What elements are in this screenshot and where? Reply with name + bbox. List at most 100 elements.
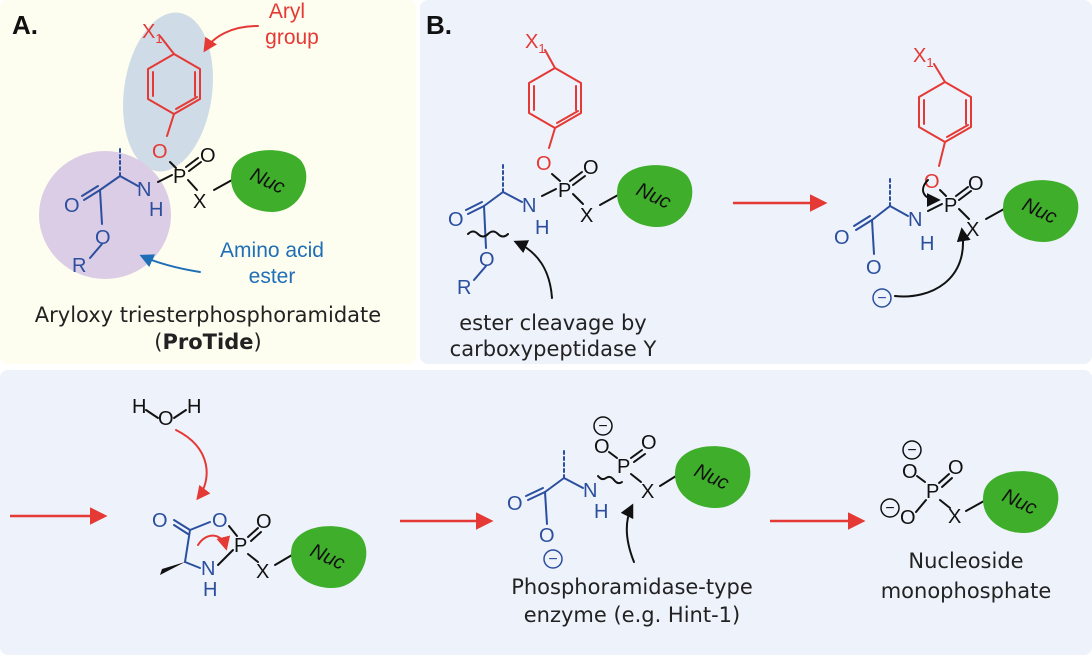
panel-a-label: A.: [12, 10, 38, 40]
amino-pointer-arrow: [139, 254, 201, 273]
water-o-atom: O: [158, 408, 174, 430]
negative-charge-icon: [902, 440, 922, 460]
x-linker-atom: X: [580, 205, 593, 227]
nuc-blob-icon: [291, 526, 367, 588]
curved-arrow-icon: [175, 429, 211, 501]
nucleoside-caption-line1: Nucleoside: [908, 549, 1023, 573]
negative-charge-icon: [880, 498, 900, 518]
ester-o-atom: O: [479, 249, 495, 271]
amide-n-atom: N: [522, 195, 536, 217]
negative-charge-icon: [872, 288, 892, 308]
negative-charge-icon: [543, 549, 563, 569]
phosphoryl-o-atom: O: [968, 173, 984, 195]
negative-charge-sign: −: [877, 290, 886, 307]
amino-label-line2: ester: [249, 265, 296, 288]
x-linker-atom: X: [641, 481, 654, 503]
phosphoryl-o-atom: O: [583, 157, 599, 179]
phosphorus-atom: P: [173, 166, 186, 188]
panel-b-starting-protide: X1 O P O X N H: [448, 31, 693, 361]
phosph-caption-line1: Phosphoramidase-type: [511, 575, 753, 599]
carbonyl-o-atom: O: [834, 227, 850, 249]
nuc-blob-icon: [1003, 180, 1079, 242]
phosphoryl-o-atom: O: [641, 432, 657, 454]
nuc-blob-icon: [617, 165, 693, 227]
ester-o-atom: O: [95, 227, 111, 249]
phosphorus-atom: P: [617, 456, 630, 478]
phosphoryl-o-atom: O: [200, 145, 216, 167]
carbonyl-o-atom: O: [152, 510, 168, 532]
r-group-atom: R: [72, 255, 86, 277]
phosphorus-atom: P: [926, 481, 939, 503]
phosphate-o-atom: O: [900, 507, 916, 529]
r-group-atom: R: [457, 277, 471, 299]
nuc-blob-icon: [983, 471, 1059, 533]
nucleoside-caption-line2: monophosphate: [881, 579, 1052, 603]
protide-caption-line1: Aryloxy triesterphosphoramidate: [35, 303, 381, 327]
phosphorus-atom: P: [944, 195, 957, 217]
amide-h-atom: H: [149, 199, 163, 221]
carboxylate-o-atom: O: [866, 257, 882, 279]
ring-o-atom: O: [212, 510, 228, 532]
carbonyl-o-atom: O: [64, 195, 80, 217]
amide-h-atom: H: [594, 501, 608, 523]
panel-b-carboxylate-intermediate: X1 O P O X N H: [834, 45, 1079, 308]
methyl-wedge: [160, 562, 185, 575]
water-h-atom: H: [132, 396, 146, 418]
amide-n-atom: N: [137, 179, 151, 201]
phosph-caption-line2: enzyme (e.g. Hint-1): [524, 603, 741, 627]
phosphoryl-o-atom: O: [948, 457, 964, 479]
nuc-blob-icon: [675, 446, 751, 508]
ring-n-atom: N: [201, 558, 215, 580]
x-linker-atom: X: [948, 506, 961, 528]
carbonyl-o-atom: O: [507, 493, 523, 515]
ester-caption-line2: carboxypeptidase Y: [450, 337, 657, 361]
curved-arrow-icon: [922, 179, 941, 207]
negative-charge-sign: −: [907, 442, 916, 459]
amide-n-atom: N: [583, 480, 597, 502]
aryl-label-line2: group: [265, 26, 319, 49]
negative-charge-icon: [593, 416, 613, 436]
amide-n-atom: N: [908, 209, 922, 231]
wavy-bond-icon: [467, 230, 509, 238]
nuc-blob-icon: [231, 150, 307, 212]
aryloxy-o-atom: O: [536, 153, 552, 175]
aryl-pointer-arrow: [203, 25, 259, 53]
x1-atom: X1: [142, 21, 163, 46]
negative-charge-sign: −: [598, 418, 607, 435]
curved-arrow-icon: [894, 227, 971, 298]
water-h-atom: H: [187, 396, 201, 418]
protide-caption-line2: (ProTide): [154, 330, 261, 354]
phosphate-o-atom: O: [902, 461, 918, 483]
x-linker-atom: X: [256, 561, 269, 583]
amino-label-line1: Amino acid: [220, 239, 324, 262]
wavy-bond-icon: [597, 475, 623, 485]
curved-arrow-icon: [620, 503, 635, 563]
panel-b-label: B.: [426, 10, 452, 40]
panel-a-protide-structure: X1 O P O X N H: [35, 0, 381, 354]
aryloxy-o-atom: O: [924, 171, 940, 193]
negative-charge-sign: −: [548, 551, 557, 568]
x-linker-atom: X: [966, 219, 979, 241]
amide-h-atom: H: [535, 217, 549, 239]
phosphate-o-atom: O: [594, 436, 610, 458]
phosphorus-atom: P: [558, 180, 571, 202]
phosphorus-atom: P: [234, 535, 247, 557]
panel-c-phosphoramidate: − O P O X N H O O: [507, 416, 753, 627]
x1-atom: X1: [913, 45, 934, 70]
curved-arrow-icon: [513, 240, 553, 299]
panel-c-cyclic-intermediate: H O H O O P O X N H: [132, 396, 367, 601]
carboxylate-o-atom: O: [539, 525, 555, 547]
x1-atom: X1: [525, 31, 546, 56]
panel-b-background: [420, 0, 1092, 364]
phosphoryl-o-atom: O: [256, 511, 272, 533]
x-linker-atom: X: [193, 191, 206, 213]
ester-caption-line1: ester cleavage by: [459, 311, 646, 335]
ring-h-atom: H: [203, 579, 217, 601]
amide-h-atom: H: [920, 233, 934, 255]
curved-arrow-icon: [197, 534, 231, 551]
amino-ester-highlight: [39, 151, 171, 279]
aryl-label-line1: Aryl: [269, 0, 305, 23]
negative-charge-sign: −: [885, 500, 894, 517]
